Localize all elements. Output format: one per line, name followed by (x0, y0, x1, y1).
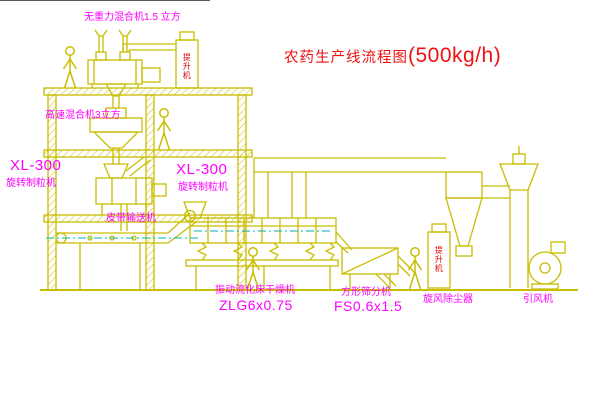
person-figure (62, 46, 78, 89)
exhaust-stack (499, 146, 539, 288)
building-structure (43, 87, 253, 291)
person-figure (245, 247, 261, 290)
label-granulator-left-model: XL-300 (10, 157, 62, 174)
label-elevator-top: 提升机 (182, 53, 192, 80)
label-gravity-mixer: 无重力混合机1.5 立方 (84, 12, 181, 23)
drawing-title: 农药生产线流程图 (500kg/h) (284, 44, 501, 68)
bucket-elevator-right (427, 223, 451, 289)
bucket-elevator-top (175, 31, 199, 89)
square-sifter (341, 247, 417, 289)
label-granulator-left-name: 旋转制粒机 (6, 178, 56, 189)
high-speed-mixer (89, 107, 143, 164)
label-granulator-mid-model: XL-300 (176, 161, 228, 178)
cyclone-separator (445, 171, 510, 257)
rotary-granulator (95, 156, 167, 231)
label-dryer-model: ZLG6x0.75 (219, 297, 293, 313)
label-belt-conveyor: 皮带输送机 (106, 213, 156, 224)
induced-draft-fan (528, 241, 566, 290)
centerlines (46, 230, 332, 239)
label-sifter-model: FS0.6x1.5 (334, 298, 403, 314)
label-cyclone: 旋风除尘器 (423, 294, 473, 305)
title-text: 农药生产线流程图 (284, 50, 408, 66)
label-sifter-name: 方形筛分机 (341, 287, 391, 298)
label-high-speed-mixer: 高速混合机3立方 (45, 110, 121, 121)
exhaust-duct (253, 157, 446, 218)
label-dryer-name: 振动流化床干燥机 (215, 285, 295, 296)
title-capacity: (500kg/h) (408, 44, 502, 67)
person-figure (156, 108, 172, 151)
gravity-mixer (87, 29, 161, 108)
label-fan: 引风机 (523, 294, 553, 305)
window-edge-line (0, 0, 210, 1)
elevator-feed-pipe (122, 43, 176, 52)
label-elevator-right: 提升机 (434, 246, 444, 273)
label-granulator-mid-name: 旋转制粒机 (178, 182, 228, 193)
